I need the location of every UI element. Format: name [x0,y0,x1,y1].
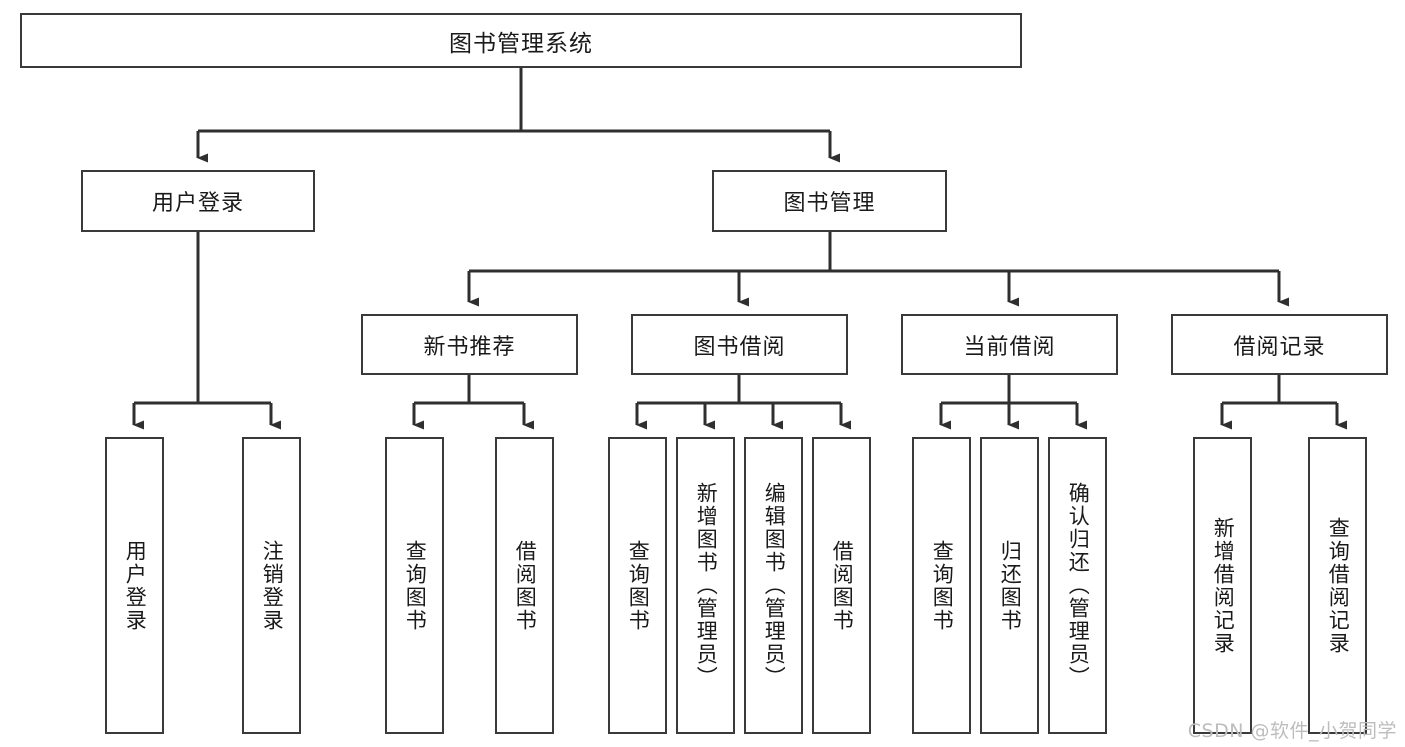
node-label: 新书推荐 [423,334,516,360]
node-label: 用户登录 [123,539,148,632]
leaf-borrow-books[interactable]: 借阅图书 [812,437,871,734]
leaf-query-books-current[interactable]: 查询图书 [912,437,971,734]
node-root-book-management-system[interactable]: 图书管理系统 [20,13,1022,68]
node-new-book-recommendation[interactable]: 新书推荐 [361,314,578,375]
node-label: 查询图书 [930,539,955,632]
node-book-management[interactable]: 图书管理 [712,170,947,232]
leaf-logout[interactable]: 注销登录 [242,437,301,734]
node-label: 编辑图书（管理员） [762,482,787,689]
leaf-add-borrowing-record[interactable]: 新增借阅记录 [1193,437,1252,734]
node-label: 新增借阅记录 [1211,516,1236,655]
node-book-borrowing[interactable]: 图书借阅 [631,314,848,375]
node-label: 归还图书 [998,539,1023,632]
node-label: 查询借阅记录 [1326,516,1351,655]
node-label: 图书借阅 [693,334,786,360]
node-label: 借阅图书 [513,539,538,632]
node-label: 确认归还（管理员） [1066,482,1091,689]
node-label: 借阅记录 [1233,334,1326,360]
leaf-add-book-admin[interactable]: 新增图书（管理员） [676,437,735,734]
node-current-borrowing[interactable]: 当前借阅 [901,314,1118,375]
leaf-return-books[interactable]: 归还图书 [980,437,1039,734]
node-label: 注销登录 [260,539,285,632]
node-borrowing-records[interactable]: 借阅记录 [1171,314,1388,375]
node-label: 用户登录 [151,191,244,216]
leaf-query-borrowing-record[interactable]: 查询借阅记录 [1308,437,1367,734]
node-label: 借阅图书 [830,539,855,632]
leaf-borrow-books-recommendation[interactable]: 借阅图书 [495,437,554,734]
node-label: 图书管理 [783,191,876,216]
leaf-query-books-recommendation[interactable]: 查询图书 [385,437,444,734]
node-label: 当前借阅 [963,334,1056,360]
leaf-confirm-return-admin[interactable]: 确认归还（管理员） [1048,437,1107,734]
node-label: 图书管理系统 [449,30,593,57]
node-label: 查询图书 [403,539,428,632]
csdn-watermark: CSDN @软件_小贺同学 [1187,720,1397,742]
leaf-edit-book-admin[interactable]: 编辑图书（管理员） [744,437,803,734]
node-label: 查询图书 [626,539,651,632]
leaf-user-login[interactable]: 用户登录 [105,437,164,734]
leaf-query-books-borrowing[interactable]: 查询图书 [608,437,667,734]
node-user-login[interactable]: 用户登录 [81,170,315,232]
node-label: 新增图书（管理员） [694,482,719,689]
